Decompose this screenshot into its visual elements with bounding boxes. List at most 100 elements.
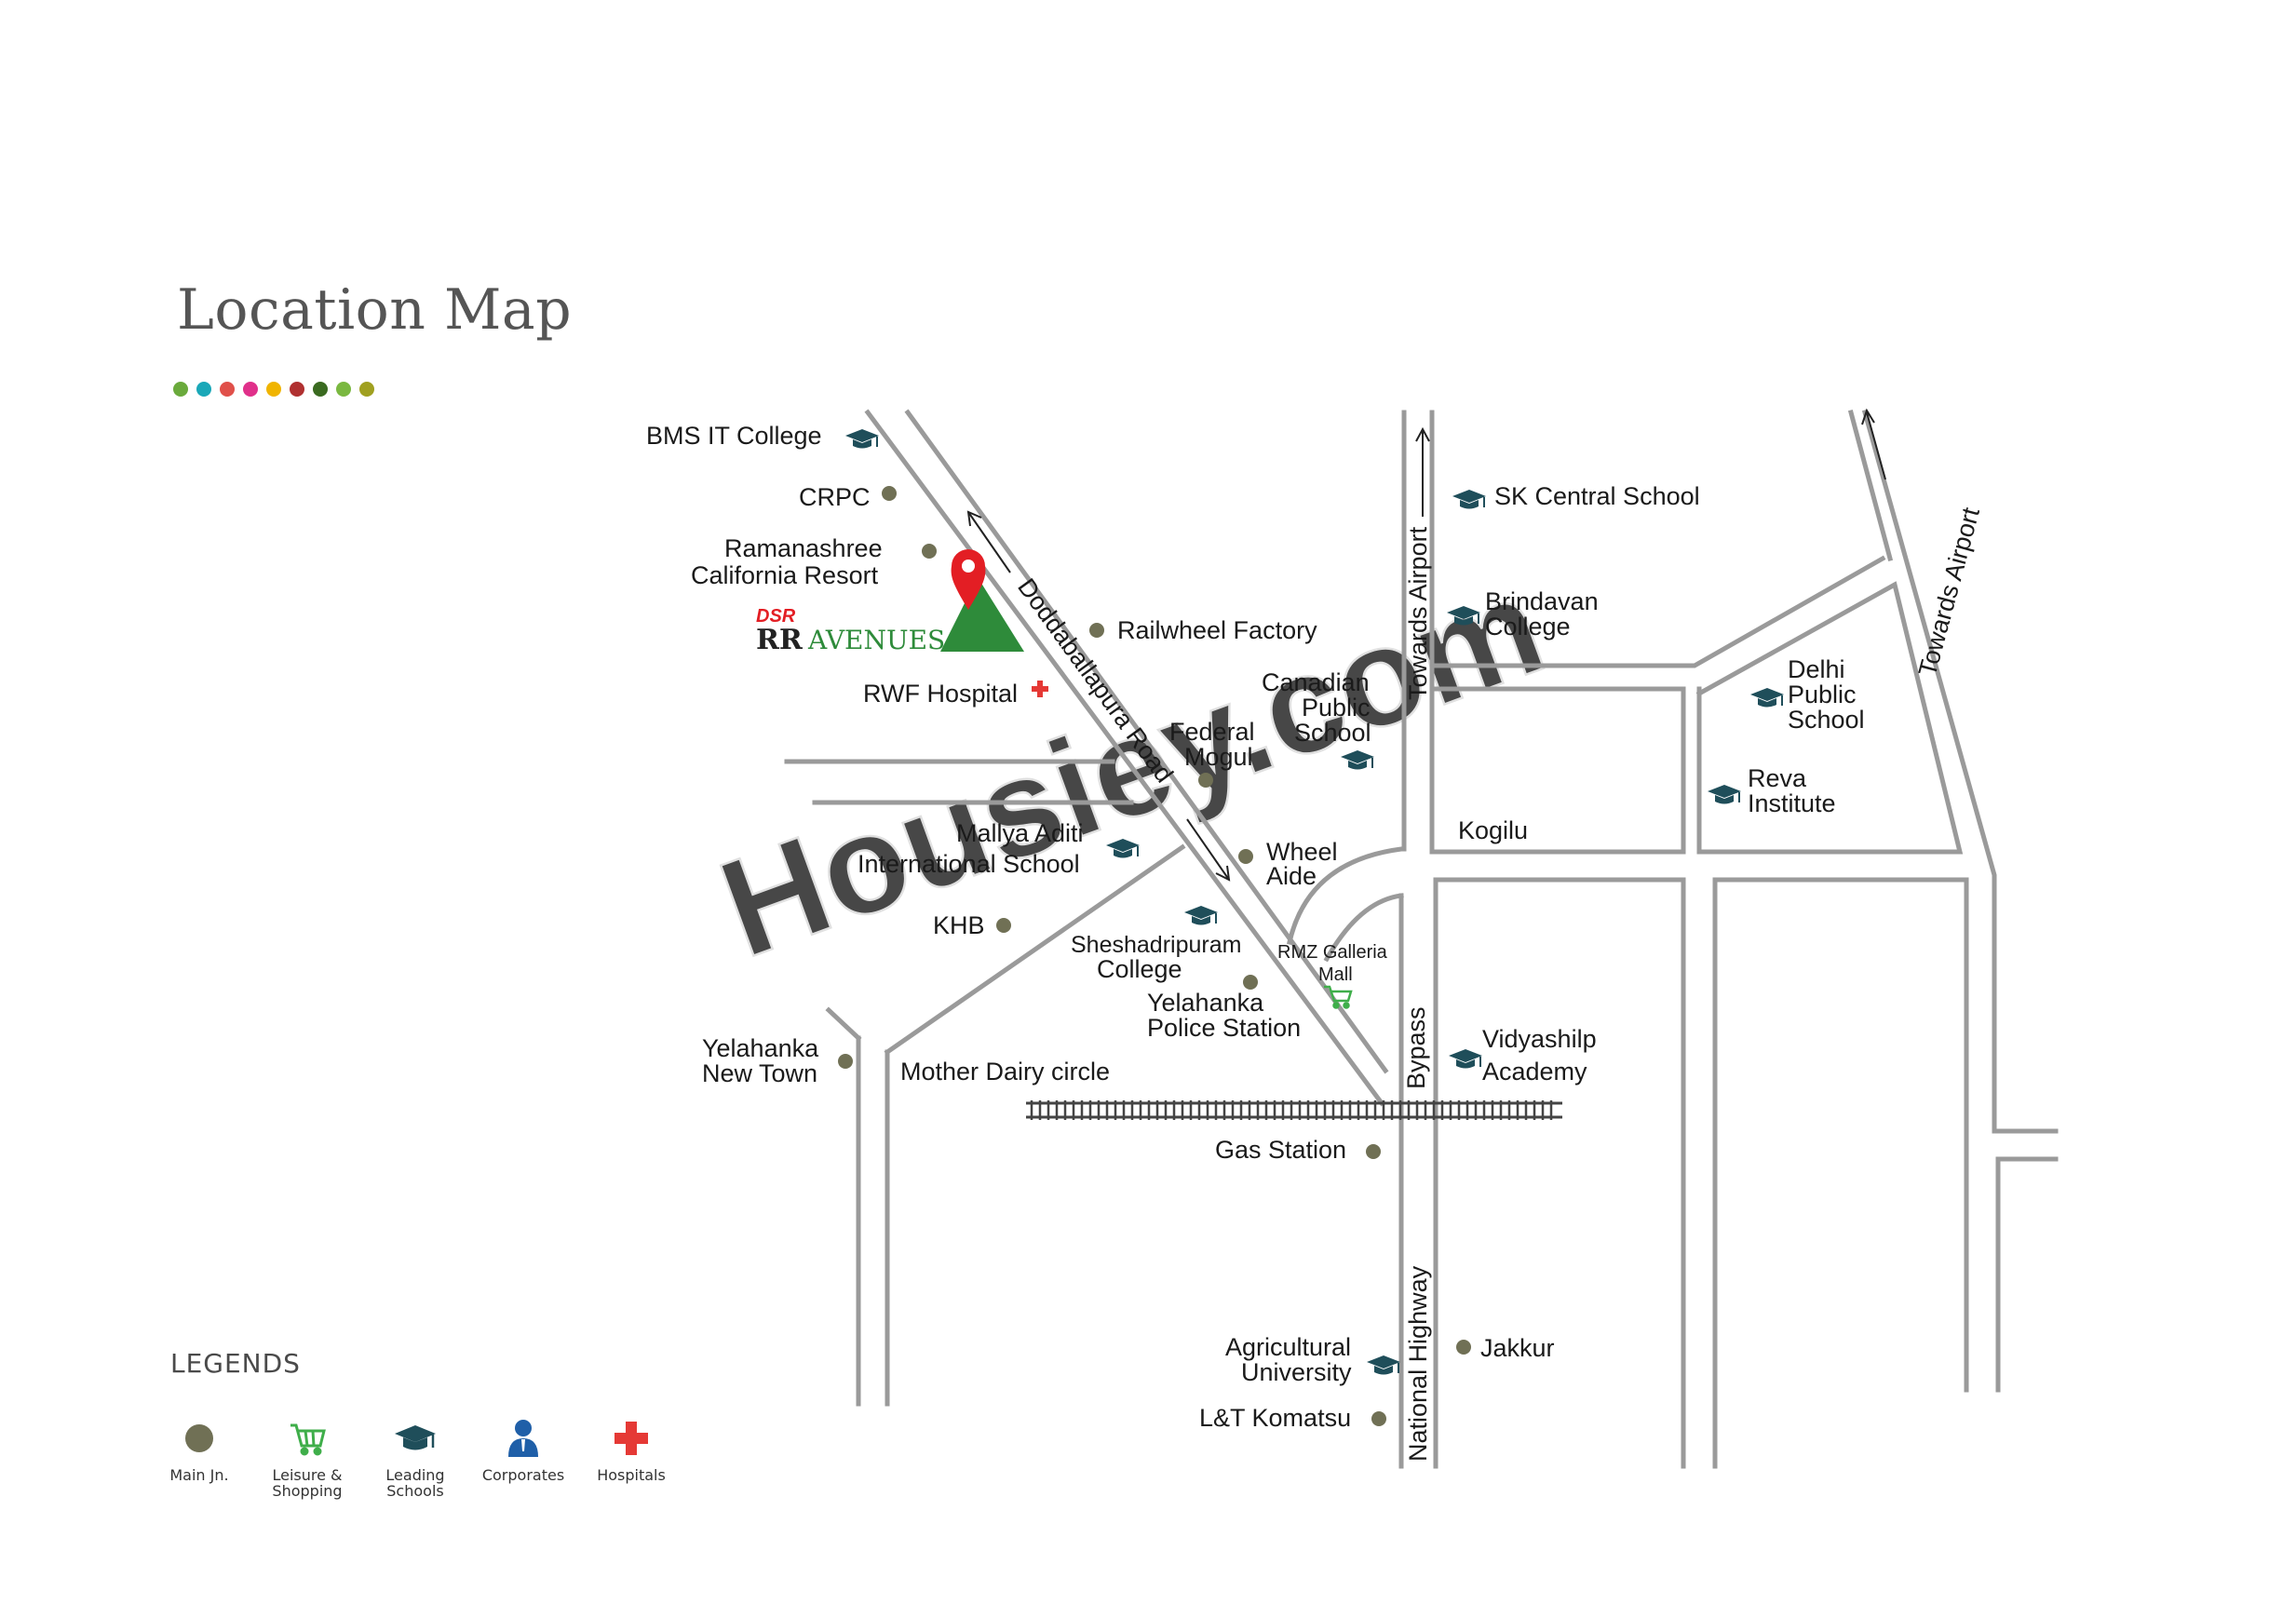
place-rmz-2: Mall [1318,964,1353,985]
main-junction-dot-icon [182,1415,216,1462]
location-pin-icon [951,549,986,610]
place-reva-2: Institute [1748,789,1836,817]
legend-label: Main Jn. [169,1466,229,1484]
place-sheshadri-2: College [1097,955,1182,983]
legend-item-main-jn: Main Jn. [149,1415,250,1499]
place-agri: Agricultural [1225,1333,1351,1361]
place-crpc: CRPC [799,483,871,511]
project-logo: DSR RR AVENUES [756,606,945,656]
color-dots-strip [173,382,374,397]
legend-label: Leading [385,1466,445,1484]
hospital-icon [1032,681,1048,697]
legend-label: Corporates [481,1466,565,1484]
project-marker[interactable] [940,549,1024,652]
place-ramanashree-2: California Resort [691,561,879,589]
legend-title: LEGENDS [170,1348,301,1379]
place-ynt: Yelahanka [702,1034,819,1062]
place-police-2: Police Station [1147,1014,1301,1042]
junction-dot-icon [838,1054,853,1069]
place-ramanashree: Ramanashree [724,534,883,562]
color-dot [336,382,351,397]
place-canadian-2: Public [1302,694,1371,721]
legend-item-schools: Leading Schools [365,1415,466,1499]
color-dot [313,382,328,397]
hospital-cross-icon [613,1415,650,1462]
school-icon [1366,1355,1401,1376]
school-icon [1452,489,1487,510]
junction-dot-icon [1371,1411,1386,1426]
place-wheel: Wheel [1266,838,1338,866]
logo-brand: DSR [756,606,796,627]
logo-prefix: RR [756,624,804,656]
place-jakkur: Jakkur [1480,1334,1555,1362]
place-railwheel: Railwheel Factory [1117,616,1317,644]
junction-dot-icon [1238,849,1253,864]
place-sk: SK Central School [1494,482,1700,510]
color-dot [290,382,304,397]
legend-label: Hospitals [597,1466,666,1484]
place-rwf: RWF Hospital [863,680,1018,708]
junction-dot-icon [1456,1340,1471,1355]
legend: Main Jn. Leisure & Shopping Leading Scho… [149,1415,682,1499]
place-mother-dairy: Mother Dairy circle [900,1058,1110,1085]
roads [784,409,2059,1469]
color-dot [173,382,188,397]
legend-label-2: Shopping [272,1482,343,1500]
place-mallya: Mallya Aditi [956,819,1084,847]
bypass-label: Bypass [1402,1006,1430,1089]
shopping-cart-icon [1324,985,1353,1009]
place-brindavan-2: College [1485,613,1571,640]
legend-item-leisure: Leisure & Shopping [257,1415,358,1499]
towards-airport-label-2: Towards Airport [1913,505,1985,680]
school-icon [1448,1048,1483,1070]
legend-item-hospitals: Hospitals [581,1415,682,1499]
school-icon [1707,784,1742,805]
direction-arrows [966,408,1886,882]
junction-dot-icon [922,544,937,559]
color-dot [220,382,235,397]
place-wheel-2: Aide [1266,862,1317,890]
national-highway-label: National Highway [1404,1265,1432,1462]
place-federal-2: Mogul [1184,743,1253,771]
place-lt: L&T Komatsu [1199,1404,1351,1432]
junction-dot-icon [882,486,897,501]
color-dot [359,382,374,397]
places: BMS IT College CRPC Ramanashree Californ… [646,422,1865,1432]
place-dps-2: Public [1788,681,1857,708]
junction-dot-icon [1089,623,1104,638]
place-agri-2: University [1241,1358,1352,1386]
place-dps: Delhi [1788,655,1845,683]
place-sheshadri: Sheshadripuram [1071,932,1241,958]
color-dot [243,382,258,397]
page-title: Location Map [177,277,573,343]
shopping-cart-icon [287,1415,328,1462]
place-rmz: RMZ Galleria [1277,942,1388,963]
graduation-cap-icon [393,1415,438,1462]
legend-label: Leisure & [272,1466,343,1484]
place-federal: Federal [1169,718,1255,746]
railway-track [1026,1100,1562,1120]
junction-dot-icon [996,918,1011,933]
logo-name: AVENUES [807,625,945,655]
junction-dot-icon [1198,773,1213,788]
place-ynt-2: New Town [702,1059,817,1087]
place-brindavan: Brindavan [1485,587,1599,615]
place-mallya-2: International School [858,850,1080,878]
place-vidya-2: Academy [1482,1058,1587,1085]
legend-item-corporates: Corporates [473,1415,574,1499]
place-bms: BMS IT College [646,422,822,450]
place-police: Yelahanka [1147,989,1264,1017]
place-reva: Reva [1748,764,1807,792]
school-icon [844,428,880,450]
person-icon [505,1415,542,1462]
school-icon [1183,905,1219,926]
color-dot [266,382,281,397]
place-dps-3: School [1788,706,1865,734]
place-vidya: Vidyashilp [1482,1025,1597,1053]
place-gas: Gas Station [1215,1136,1346,1164]
place-kogilu: Kogilu [1458,816,1528,844]
towards-airport-label-1: Towards Airport [1404,526,1432,700]
color-dot [196,382,211,397]
school-icon [1749,687,1785,708]
